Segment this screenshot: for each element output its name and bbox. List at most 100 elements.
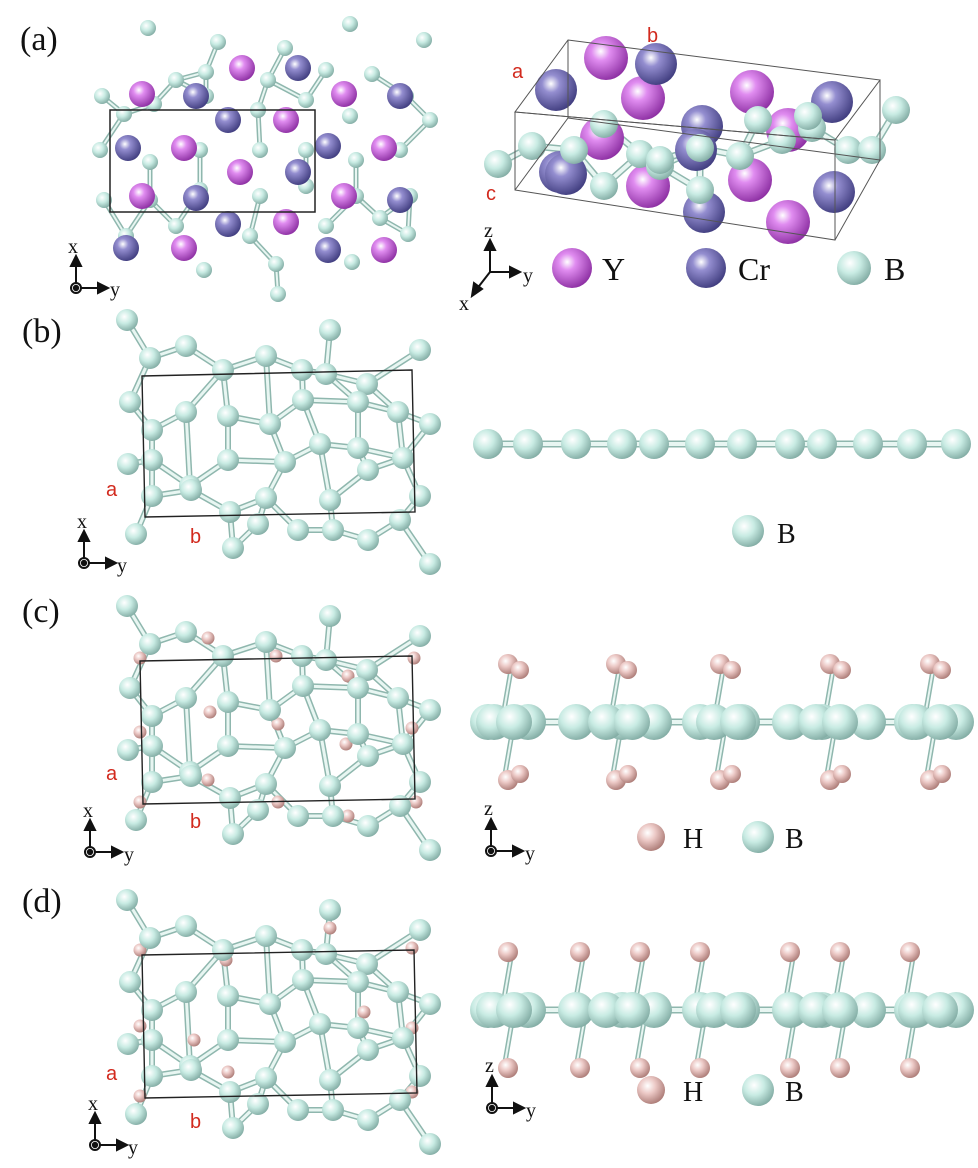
- bond-highlight: [264, 934, 272, 1006]
- atom-b: [409, 339, 431, 361]
- atom-b: [357, 745, 379, 767]
- atom-h: [271, 717, 285, 731]
- atom-b: [119, 677, 141, 699]
- atom-cr: [635, 43, 677, 85]
- atom-b: [270, 286, 286, 302]
- atom-b: [941, 429, 971, 459]
- legend-d-b-label: B: [785, 1077, 804, 1108]
- atom-b: [318, 218, 334, 234]
- atom-h: [690, 942, 710, 962]
- atom-b: [409, 919, 431, 941]
- axis-b-x: x: [77, 511, 87, 533]
- atom-h: [690, 1058, 710, 1078]
- atom-h: [833, 661, 851, 679]
- atom-b: [298, 92, 314, 108]
- atom-b: [212, 645, 234, 667]
- atom-h: [833, 765, 851, 783]
- atom-h: [498, 942, 518, 962]
- unit-cell-d: [141, 949, 418, 1099]
- atom-b: [117, 1033, 139, 1055]
- atom-b: [850, 992, 886, 1028]
- atom-b: [255, 487, 277, 509]
- atom-b: [496, 704, 532, 740]
- atom-b: [180, 479, 202, 501]
- atom-cr: [285, 159, 311, 185]
- legend-c-h-label: H: [683, 824, 703, 855]
- atom-b: [319, 1069, 341, 1091]
- atom-b: [292, 675, 314, 697]
- bond-highlight: [264, 640, 272, 712]
- atom-b: [588, 992, 624, 1028]
- panel-label-a: (a): [20, 21, 58, 58]
- atom-b: [347, 971, 369, 993]
- atom-b: [409, 625, 431, 647]
- atom-b: [219, 1081, 241, 1103]
- atom-b: [639, 429, 669, 459]
- atom-b: [141, 1029, 163, 1051]
- atom-b: [142, 154, 158, 170]
- atom-b: [141, 485, 163, 507]
- atom-y: [273, 107, 299, 133]
- atom-h: [323, 921, 337, 935]
- atom-b: [292, 389, 314, 411]
- atom-b: [419, 993, 441, 1015]
- bond-highlight: [184, 990, 192, 1068]
- atom-cr: [315, 133, 341, 159]
- atom-h: [630, 942, 650, 962]
- atom-b: [858, 136, 886, 164]
- atom-b: [259, 413, 281, 435]
- bond-highlight: [264, 354, 272, 426]
- panel-label-d: (d): [22, 883, 62, 920]
- atom-h: [409, 795, 423, 809]
- atom-b: [348, 152, 364, 168]
- atom-y: [229, 55, 255, 81]
- atom-b: [141, 419, 163, 441]
- atom-y: [584, 36, 628, 80]
- atom-b: [322, 805, 344, 827]
- atom-b: [590, 172, 618, 200]
- axis-triad-c-side: [484, 816, 526, 858]
- axis-triad-d-side: [485, 1073, 527, 1115]
- legend-b-atom: [837, 251, 871, 285]
- cell-label-a-d: a: [106, 1063, 118, 1085]
- atom-cr: [315, 237, 341, 263]
- atom-b: [255, 773, 277, 795]
- atom-b: [850, 704, 886, 740]
- cell-label-b-c: b: [190, 811, 201, 833]
- atom-y: [227, 159, 253, 185]
- atom-b: [834, 136, 862, 164]
- bond-highlight: [184, 696, 192, 774]
- atom-b: [219, 787, 241, 809]
- atom-b: [347, 723, 369, 745]
- atom-b: [882, 96, 910, 124]
- unit-cell-c: [139, 655, 416, 805]
- atom-b: [217, 985, 239, 1007]
- atom-cr: [813, 171, 855, 213]
- atom-b: [389, 509, 411, 531]
- atom-b: [686, 134, 714, 162]
- atom-b: [210, 34, 226, 50]
- atom-b: [720, 704, 756, 740]
- atom-h: [221, 1065, 235, 1079]
- atom-h: [341, 809, 355, 823]
- atom-b: [139, 633, 161, 655]
- atom-h: [830, 1058, 850, 1078]
- atom-y: [766, 200, 810, 244]
- atom-b: [807, 429, 837, 459]
- atom-b: [607, 429, 637, 459]
- atom-b: [422, 112, 438, 128]
- atom-b: [287, 805, 309, 827]
- atom-h: [203, 705, 217, 719]
- atom-h: [405, 721, 419, 735]
- atom-b: [274, 1031, 296, 1053]
- atom-b: [416, 32, 432, 48]
- atom-b: [357, 815, 379, 837]
- unit-cell-a-top: [109, 109, 316, 213]
- atom-y: [129, 183, 155, 209]
- axis-c-side-z: z: [484, 798, 493, 820]
- atom-b: [140, 20, 156, 36]
- axis-b-y: y: [117, 555, 127, 577]
- atom-b: [291, 939, 313, 961]
- atom-b: [347, 677, 369, 699]
